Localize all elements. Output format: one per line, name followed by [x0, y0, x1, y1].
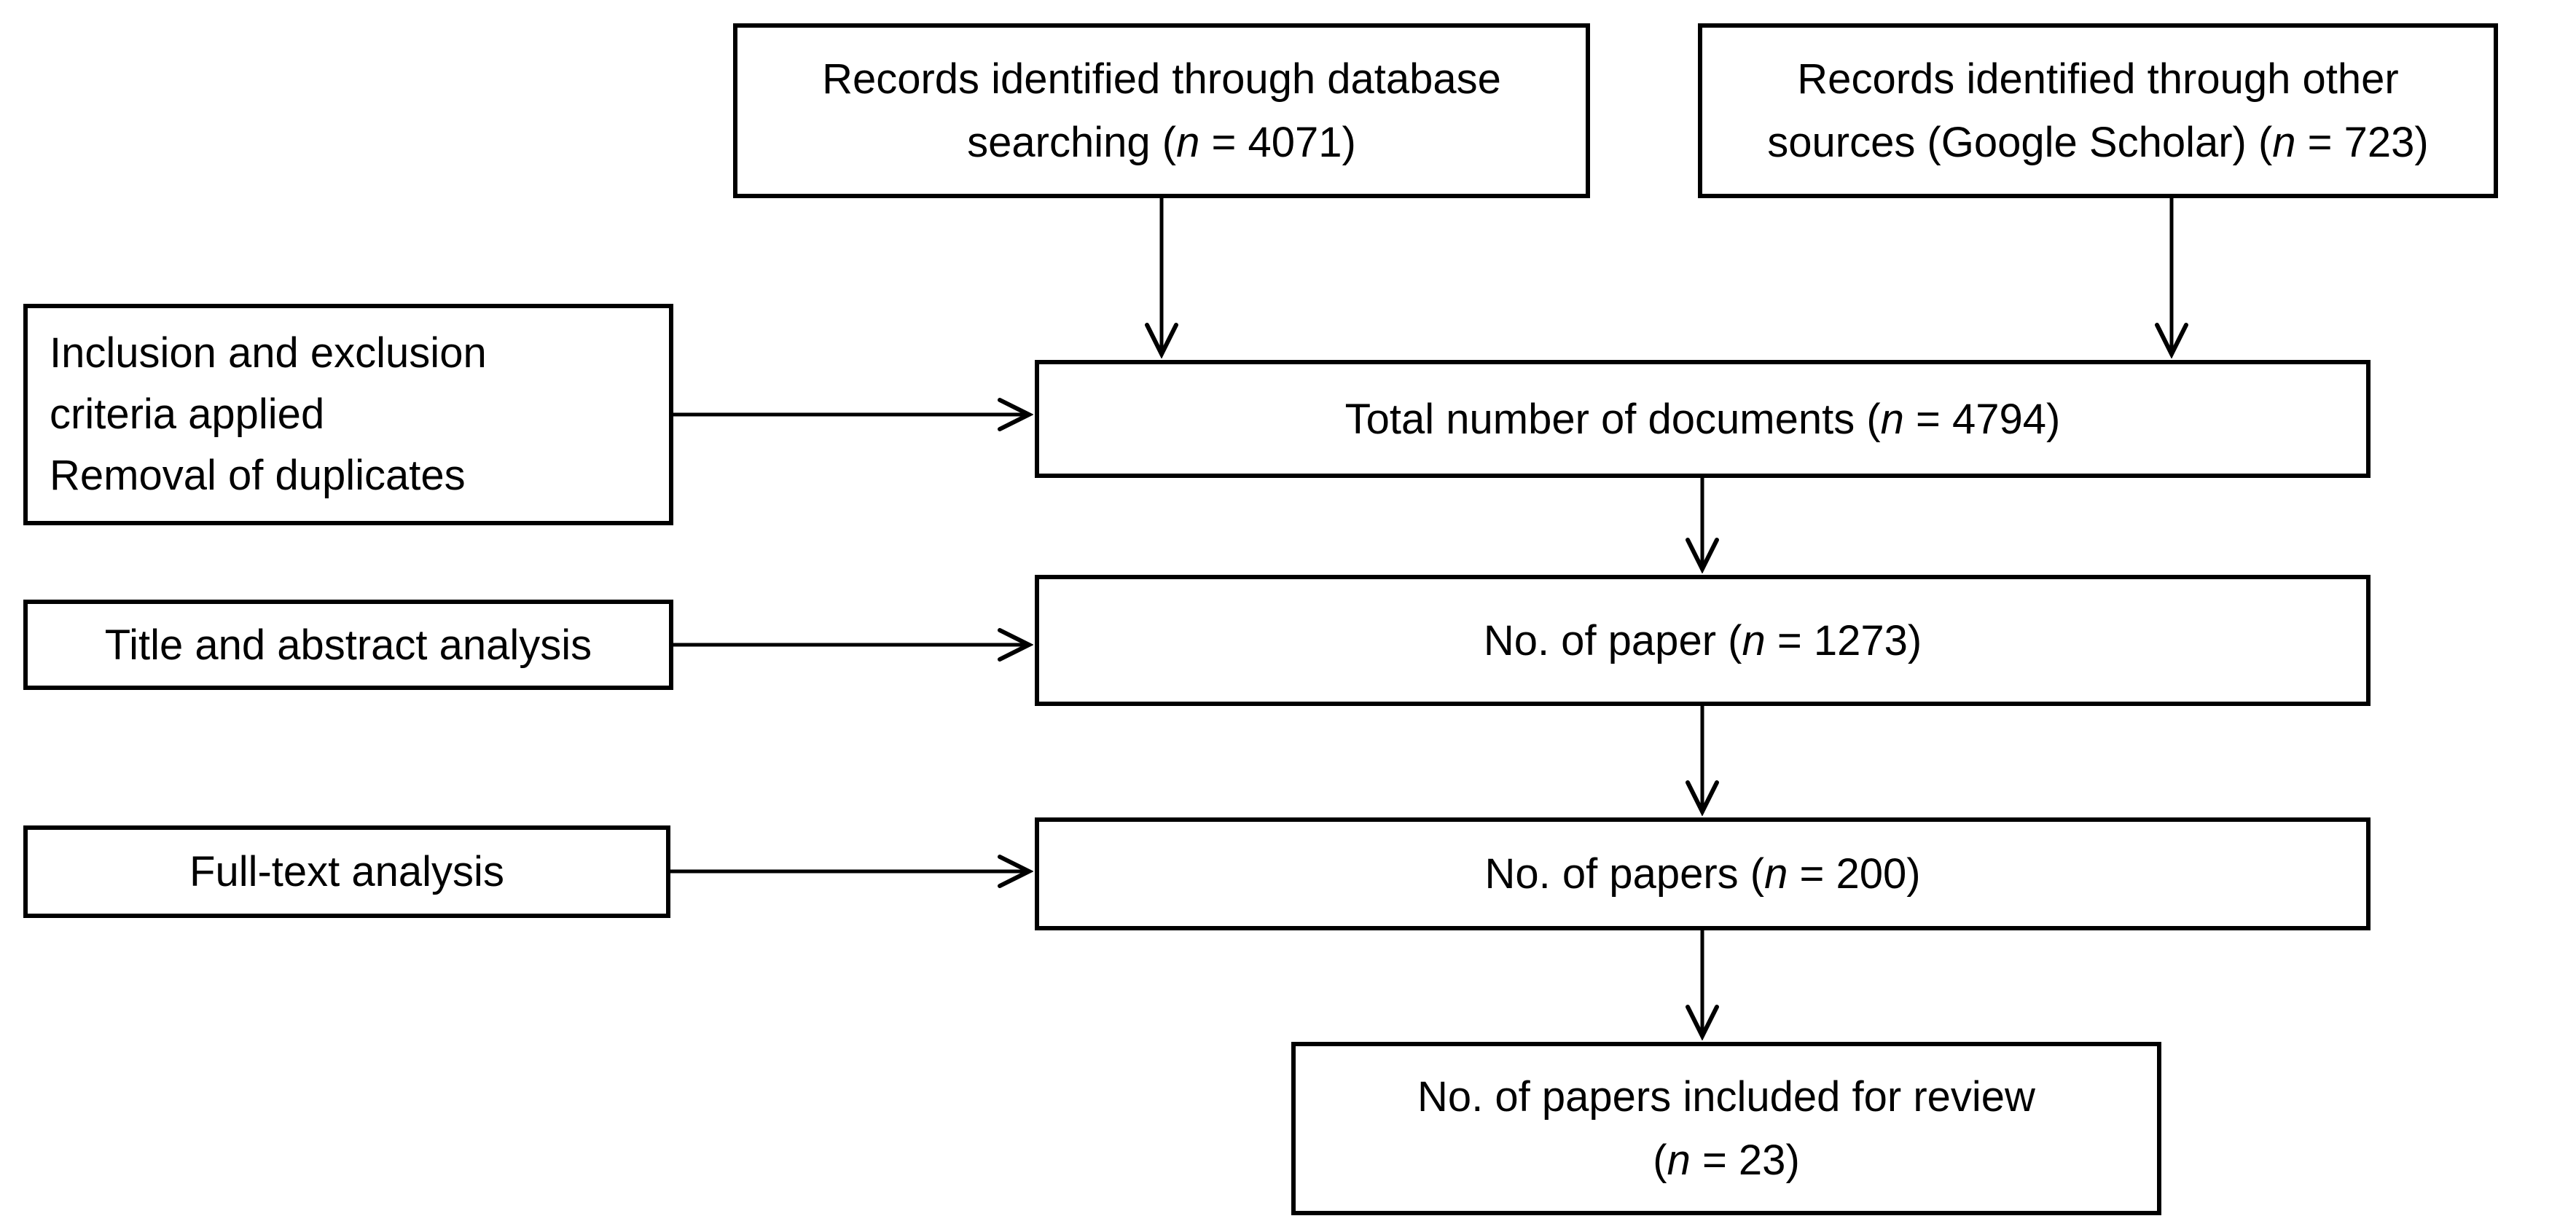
paper-1273-count: = 1273)	[1765, 616, 1922, 664]
criteria-line-1: Inclusion and exclusion	[50, 329, 487, 377]
records-other-label: Records identified through other sources…	[1767, 55, 2399, 166]
box-papers-200-text: No. of papers (n = 200)	[1484, 842, 1920, 906]
records-other-count: = 723)	[2295, 119, 2429, 166]
records-database-n: n	[1176, 119, 1200, 166]
records-other-n: n	[2272, 119, 2296, 166]
box-total-text: Total number of documents (n = 4794)	[1345, 388, 2061, 451]
review-count: = 23)	[1690, 1137, 1800, 1184]
papers-200-count: = 200)	[1788, 850, 1921, 898]
review-count-line: (n = 23)	[1653, 1129, 1800, 1192]
box-papers-included-review: No. of papers included for review (n = 2…	[1291, 1042, 2161, 1215]
box-records-database: Records identified through database sear…	[733, 23, 1590, 198]
box-title-abstract-analysis: Title and abstract analysis	[23, 600, 673, 690]
box-records-other-text: Records identified through other sources…	[1718, 47, 2478, 174]
box-inclusion-exclusion-criteria: Inclusion and exclusion criteria applied…	[23, 304, 673, 525]
records-database-count: = 4071)	[1199, 119, 1356, 166]
fulltext-label: Full-text analysis	[189, 848, 504, 895]
box-paper-1273-text: No. of paper (n = 1273)	[1484, 609, 1922, 672]
review-n: n	[1667, 1137, 1691, 1184]
box-total-documents: Total number of documents (n = 4794)	[1035, 360, 2371, 478]
box-records-database-text: Records identified through database sear…	[753, 47, 1570, 174]
records-database-label: Records identified through database sear…	[822, 55, 1501, 166]
box-fulltext-analysis: Full-text analysis	[23, 825, 670, 918]
title-abstract-label: Title and abstract analysis	[104, 621, 592, 669]
box-paper-count-1273: No. of paper (n = 1273)	[1035, 575, 2371, 706]
criteria-line-3: Removal of duplicates	[50, 452, 466, 500]
paper-1273-n: n	[1742, 616, 1766, 664]
review-paren-open: (	[1653, 1137, 1667, 1184]
review-label: No. of papers included for review	[1417, 1073, 2035, 1121]
papers-200-n: n	[1764, 850, 1788, 898]
total-count: = 4794)	[1903, 395, 2061, 443]
total-label: Total number of documents (	[1344, 395, 1881, 443]
papers-200-label: No. of papers (	[1484, 850, 1765, 898]
box-records-other-sources: Records identified through other sources…	[1698, 23, 2498, 198]
criteria-line-2: criteria applied	[50, 390, 325, 438]
paper-1273-label: No. of paper (	[1483, 616, 1742, 664]
total-n: n	[1880, 395, 1904, 443]
box-papers-count-200: No. of papers (n = 200)	[1035, 817, 2371, 930]
